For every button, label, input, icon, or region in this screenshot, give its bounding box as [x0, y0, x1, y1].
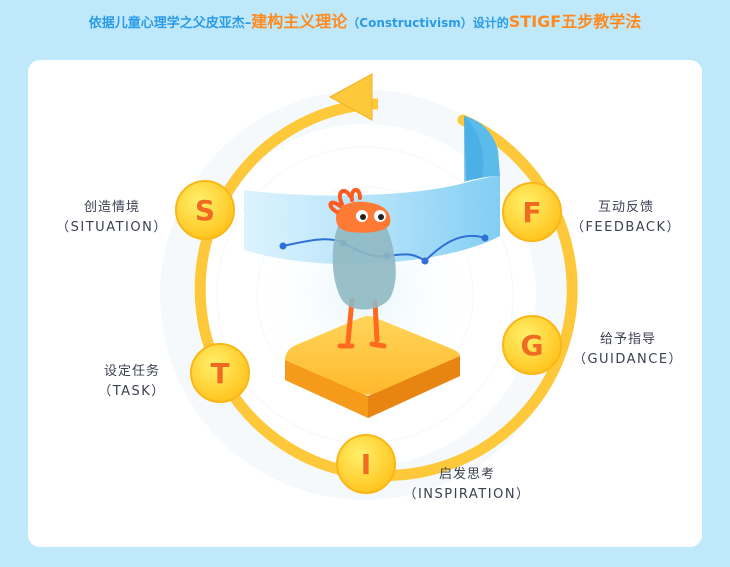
step-label-en: （TASK） [82, 382, 182, 402]
step-label-situation: 创造情境 （SITUATION） [52, 198, 172, 238]
step-badge-t: T [191, 344, 249, 402]
step-badge-g: G [503, 316, 561, 374]
step-label-task: 设定任务 （TASK） [82, 362, 182, 402]
step-badge-s: S [176, 181, 234, 239]
step-label-en: （SITUATION） [52, 218, 172, 238]
step-letter-s: S [195, 194, 215, 227]
step-badge-f: F [503, 183, 561, 241]
step-label-feedback: 互动反馈 （FEEDBACK） [560, 198, 692, 238]
step-letter-t: T [210, 357, 229, 390]
step-label-zh: 互动反馈 [560, 198, 692, 218]
step-label-zh: 创造情境 [52, 198, 172, 218]
step-label-guidance: 给予指导 （GUIDANCE） [566, 330, 690, 370]
step-label-en: （FEEDBACK） [560, 218, 692, 238]
step-label-inspiration: 启发思考 （INSPIRATION） [392, 465, 542, 505]
step-label-en: （GUIDANCE） [566, 350, 690, 370]
step-label-zh: 启发思考 [392, 465, 542, 485]
step-badge-i: I [337, 435, 395, 493]
step-letter-i: I [361, 448, 371, 481]
step-label-zh: 设定任务 [82, 362, 182, 382]
step-letter-g: G [521, 329, 544, 362]
step-label-zh: 给予指导 [566, 330, 690, 350]
step-label-en: （INSPIRATION） [392, 485, 542, 505]
step-letter-f: F [522, 196, 541, 229]
